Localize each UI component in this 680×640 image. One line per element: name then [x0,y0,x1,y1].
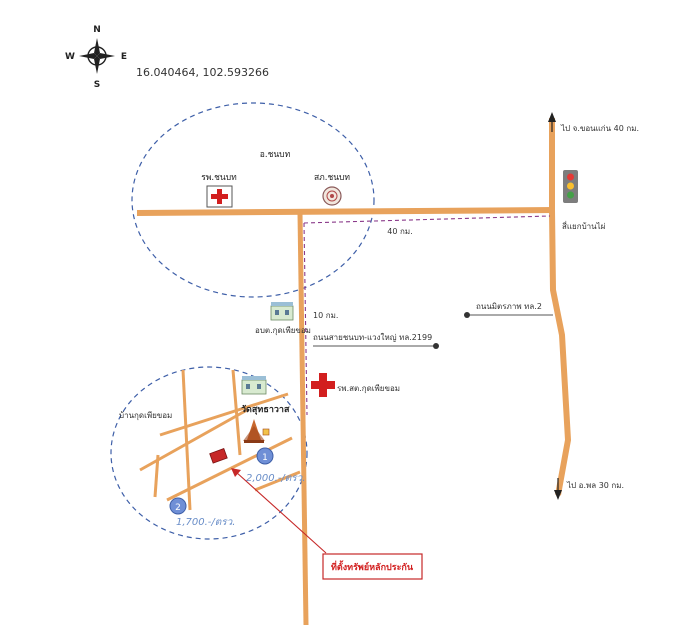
police-badge-icon [322,186,342,206]
junction-label: สี่แยกบ้านไผ่ [562,220,606,231]
compass-west-label: W [65,52,75,62]
arrow-up-icon [548,112,556,122]
zone-2-price: 1,700.-/ตรว. [176,517,235,528]
zone-2-number: 2 [175,503,181,513]
collateral-property-marker [209,448,228,464]
collateral-arrow-icon [231,468,241,477]
district-zone-circle [131,102,375,298]
gps-coordinates: 16.040464, 102.593266 [136,66,269,79]
temple-label: วัดสุทธาวาส [241,404,290,415]
health-center-cross-icon [311,373,335,397]
village-label: บ้านกุดเพียขอม [119,411,172,420]
compass-south-label: S [94,80,100,90]
distance-40km-label: 40 กม. [387,227,412,236]
hospital-icon [206,185,233,208]
village-roads [139,369,301,511]
mittraphap-dot [464,312,470,318]
main-road-horizontal [136,207,556,216]
tao-office-icon [270,302,294,321]
compass-east-label: E [121,52,127,62]
zone-2-badge [169,497,187,515]
zone-1-number: 1 [262,453,268,463]
temple-pagoda-icon [243,419,270,443]
road-2199-label: ถนนสายชนบท-แวงใหญ่ ทล.2199 [313,333,432,342]
zone-1-price: 2,000.-/ตรว. [246,473,305,484]
road-2199-dot [433,343,439,349]
compass-north-label: N [93,25,101,35]
road-to-phon-label: ไป อ.พล 30 กม. [566,481,624,490]
temple-building-icon [241,376,267,395]
health-hospital-label: รพ.สต.กุดเพียขอม [337,384,400,393]
traffic-light-icon [563,170,578,203]
police-station-label: สภ.ชนบท [314,173,350,183]
collateral-label: ที่ตั้งทรัพย์หลักประกัน [331,560,414,573]
road-2199-vertical [297,212,309,626]
hospital-chonnabot-label: รพ.ชนบท [201,173,237,183]
district-label: อ.ชนบท [260,150,291,160]
route-dashed-horizontal [303,215,551,224]
tao-office-label: อบต.กุดเพียขอม [255,326,311,335]
village-zone-circle [110,366,308,540]
road-to-khonkaen-label: ไป จ.ขอนแก่น 40 กม. [560,124,639,133]
compass-rose: N S E W [65,25,127,90]
mittraphap-road-label: ถนนมิตรภาพ ทล.2 [476,302,542,311]
collateral-label-box [322,553,423,580]
collateral-pointer-line [235,471,327,554]
zone-1-badge [256,447,274,465]
arrow-down-icon [554,490,562,500]
mittraphap-highway [549,118,571,496]
distance-10km-label: 10 กม. [313,311,338,320]
